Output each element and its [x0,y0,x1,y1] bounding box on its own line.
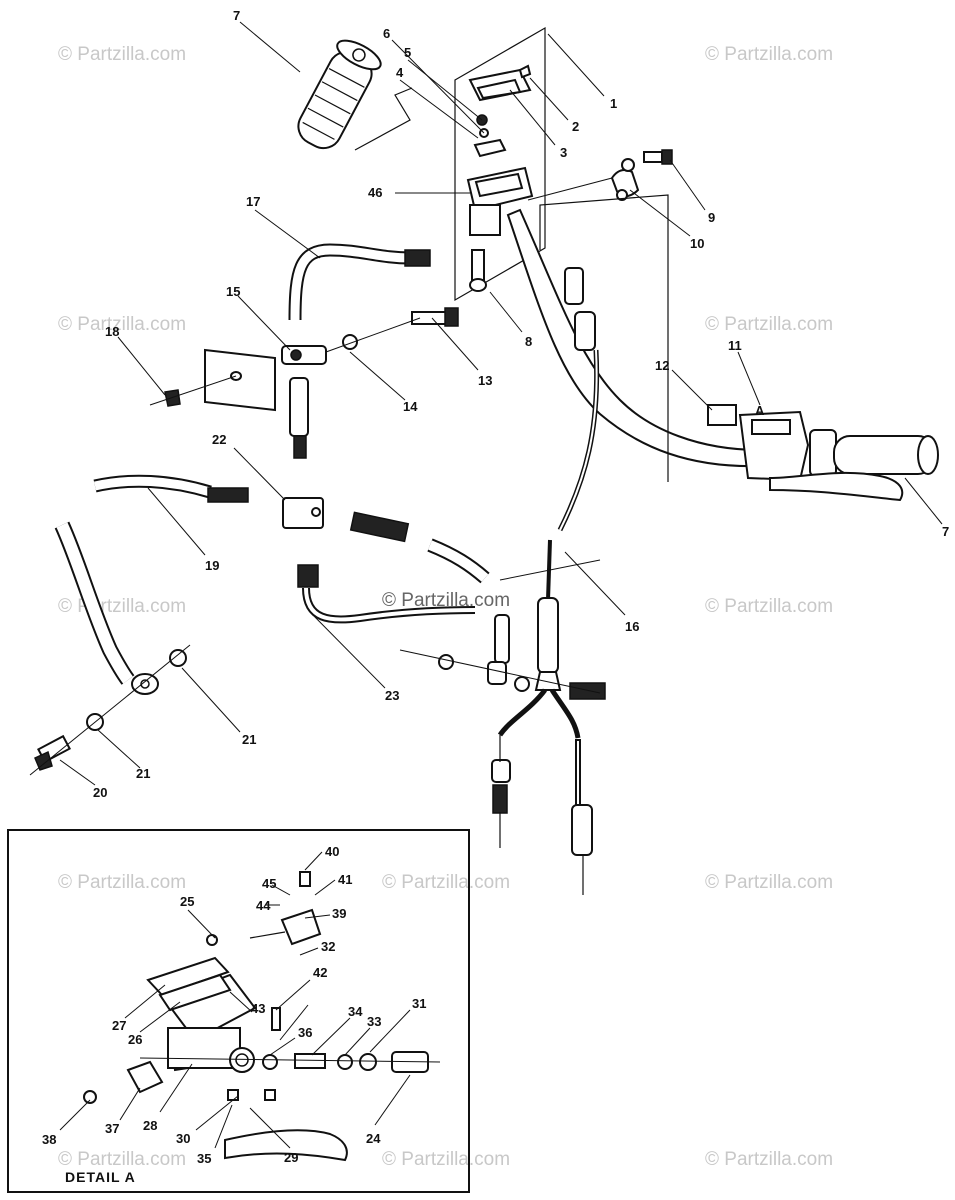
hose-vertical [282,377,324,529]
detail-label: DETAIL A [65,1169,136,1185]
watermark: © Partzilla.com [705,44,833,65]
brake-hose-20 [29,521,191,776]
handlebar [506,194,761,482]
callout-21-left: 21 [136,766,150,781]
callout-23: 23 [385,688,399,703]
callout-3: 3 [560,145,567,160]
callout-18: 18 [105,324,119,339]
callout-46: 46 [368,185,382,200]
watermark: © Partzilla.com [382,872,510,893]
callout-29: 29 [284,1150,298,1165]
throttle-cable-16 [399,267,606,895]
callout-10: 10 [690,236,704,251]
clamp-and-bolt [527,149,673,201]
callout-30: 30 [176,1131,190,1146]
callout-41: 41 [338,872,352,887]
master-cylinder-assembly [454,26,546,302]
callout-45: 45 [262,876,276,891]
callout-31: 31 [412,996,426,1011]
callout-15: 15 [226,284,240,299]
callout-5: 5 [404,45,411,60]
watermark-center: © Partzilla.com [382,590,510,611]
brake-hose-right [349,511,490,584]
callout-44: 44 [256,898,271,913]
brake-hose-23 [297,564,510,685]
callout-25: 25 [180,894,194,909]
callout-7-top: 7 [233,8,240,23]
bracket-assembly [149,307,459,412]
callout-21-right: 21 [242,732,256,747]
callout-43: 43 [251,1001,265,1016]
watermark: © Partzilla.com [58,872,186,893]
callout-36: 36 [298,1025,312,1040]
watermark: © Partzilla.com [58,1149,186,1170]
callout-14: 14 [403,399,418,414]
callout-2: 2 [572,119,579,134]
watermark: © Partzilla.com [705,596,833,617]
callout-11-detail-ref: A [755,403,765,418]
callout-26: 26 [128,1032,142,1047]
callout-8: 8 [525,334,532,349]
brake-hose-17 [288,243,431,321]
leader-lines [59,21,943,1149]
callout-9: 9 [708,210,715,225]
callout-39: 39 [332,906,346,921]
callout-7-right: 7 [942,524,949,539]
watermark: © Partzilla.com [705,1149,833,1170]
callout-11: 11 [728,338,742,353]
callout-27: 27 [112,1018,126,1033]
detail-a-box: DETAIL A [7,829,470,1193]
watermark: © Partzilla.com [705,314,833,335]
callout-24: 24 [366,1131,381,1146]
watermark: © Partzilla.com [705,872,833,893]
callout-17: 17 [246,194,260,209]
callout-1: 1 [610,96,617,111]
brake-hose-19 [93,474,249,503]
callout-20: 20 [93,785,107,800]
callout-19: 19 [205,558,219,573]
callout-12: 12 [655,358,669,373]
callout-4: 4 [396,65,404,80]
callout-35: 35 [197,1151,211,1166]
callout-33: 33 [367,1014,381,1029]
callout-6: 6 [383,26,390,41]
callout-13: 13 [478,373,492,388]
callout-40: 40 [325,844,339,859]
right-master-cylinder-and-grip [707,404,939,502]
callout-34: 34 [348,1004,363,1019]
callout-32: 32 [321,939,335,954]
callout-38: 38 [42,1132,56,1147]
callout-numbers: 1 2 3 4 5 6 7 7 8 9 10 11 A 12 13 14 15 … [42,8,949,1166]
callout-42: 42 [313,965,327,980]
callout-16: 16 [625,619,639,634]
watermark: © Partzilla.com [382,1149,510,1170]
watermarks: © Partzilla.com © Partzilla.com © Partzi… [58,44,833,1170]
watermark: © Partzilla.com [58,44,186,65]
callout-37: 37 [105,1121,119,1136]
callout-22: 22 [212,432,226,447]
watermark: © Partzilla.com [58,314,186,335]
callout-28: 28 [143,1118,157,1133]
watermark: © Partzilla.com [58,596,186,617]
left-grip [297,39,413,151]
